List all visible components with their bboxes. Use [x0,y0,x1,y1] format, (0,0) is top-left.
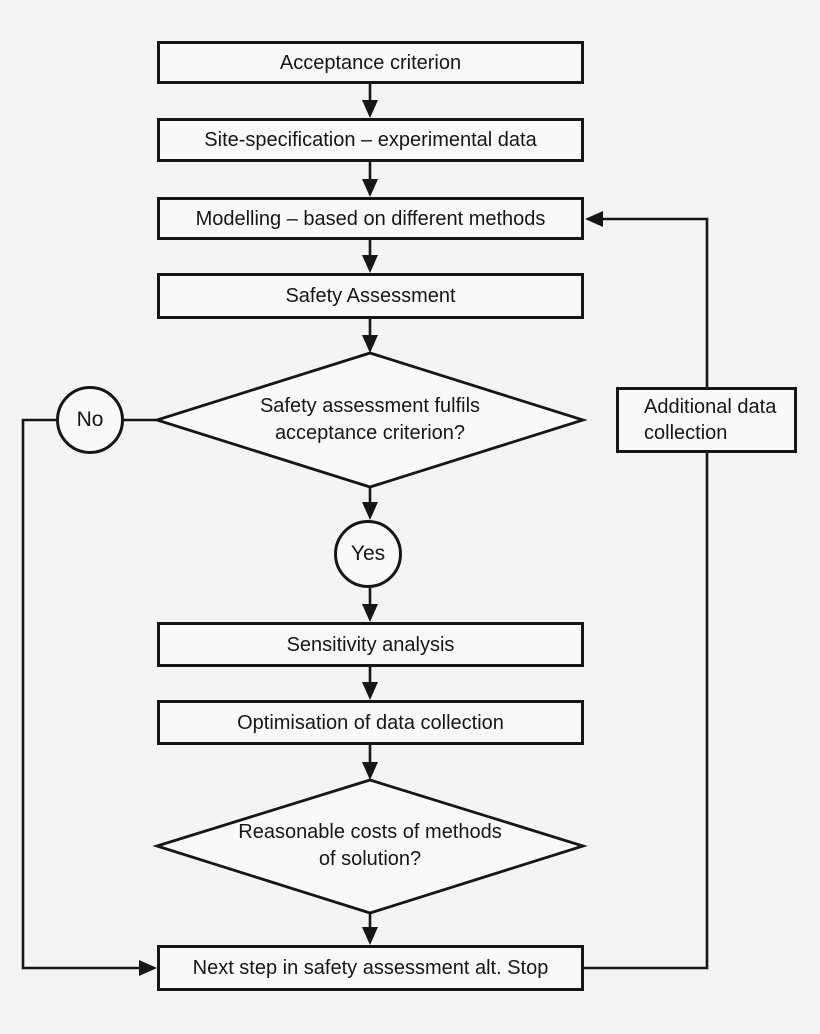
sensitivity-analysis-box: Sensitivity analysis [157,622,584,667]
decision-costs-label: Reasonable costs of methods of solution? [190,819,550,873]
arrowhead-icon [585,211,603,227]
no-connector-circle: No [56,386,124,454]
site-specification-box: Site-specification – experimental data [157,118,584,162]
additional-data-line1: Additional data [644,396,777,418]
decision-fulfils-label: Safety assessment fulfils acceptance cri… [190,393,550,447]
decision-fulfils-line2: acceptance criterion? [274,422,466,444]
no-loop-line [21,418,157,970]
arrowhead-icon [362,502,378,520]
arrowhead-icon [362,335,378,353]
safety-assessment-box: Safety Assessment [157,273,584,319]
decision-costs-line2: of solution? [318,848,422,870]
modelling-box: Modelling – based on different methods [157,197,584,240]
additional-data-collection-box: Additional data collection [616,387,797,453]
arrowhead-icon [362,762,378,780]
arrowhead-icon [362,255,378,273]
optimisation-box: Optimisation of data collection [157,700,584,745]
decision-fulfils-diamond [152,351,588,489]
additional-data-line2: collection [644,422,728,444]
yes-connector-circle: Yes [334,520,402,588]
arrowhead-icon [362,682,378,700]
arrowhead-icon [362,604,378,622]
next-step-box: Next step in safety assessment alt. Stop [157,945,584,991]
arrowhead-icon [139,960,157,976]
arrowhead-icon [362,179,378,197]
arrowhead-icon [362,100,378,118]
decision-fulfils-line1: Safety assessment fulfils [259,395,481,417]
acceptance-criterion-box: Acceptance criterion [157,41,584,84]
decision-costs-line1: Reasonable costs of methods [238,821,502,843]
decision-costs-diamond [152,778,588,915]
arrowhead-icon [362,927,378,945]
feedback-loop-line [583,217,709,970]
